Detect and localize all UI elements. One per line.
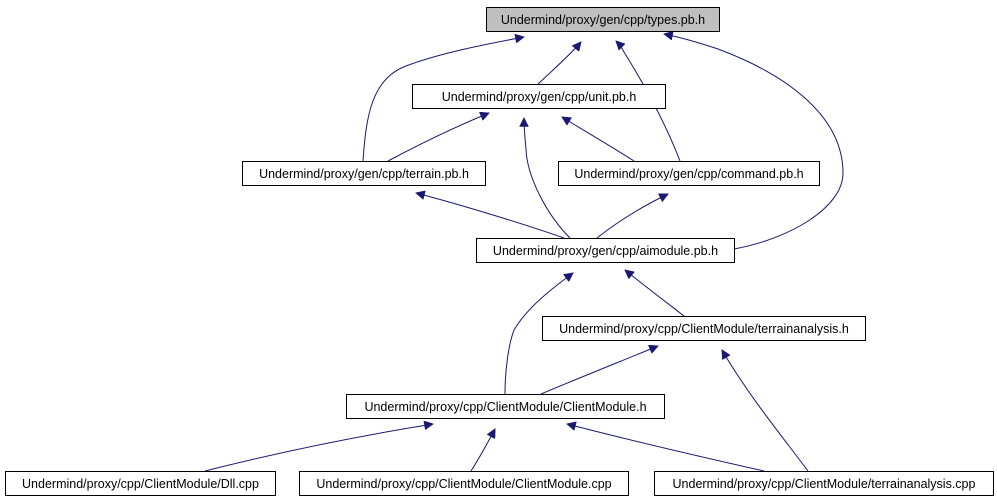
node-aimodule[interactable]: Undermind/proxy/gen/cpp/aimodule.pb.h — [476, 238, 735, 263]
edge-unit-to-types — [537, 42, 581, 85]
node-label: Undermind/proxy/cpp/ClientModule/Dll.cpp — [22, 477, 259, 491]
node-box — [5, 471, 276, 496]
edge-line — [722, 350, 809, 472]
edge-clientmodule_h-to-terrainanalysis_h — [540, 346, 658, 395]
node-label: Undermind/proxy/gen/cpp/types.pb.h — [501, 13, 705, 27]
node-box — [558, 161, 820, 186]
edge-line — [387, 113, 489, 162]
edge-terrainanalysis_cpp-to-terrainanalysis_h — [722, 350, 809, 472]
edge-line — [540, 346, 658, 395]
edge-line — [504, 273, 573, 395]
node-label: Undermind/proxy/cpp/ClientModule/ClientM… — [316, 477, 611, 491]
nodes-layer: Undermind/proxy/gen/cpp/types.pb.hUnderm… — [5, 7, 994, 496]
node-label: Undermind/proxy/gen/cpp/command.pb.h — [574, 167, 803, 181]
node-terrainanalysis-cpp[interactable]: Undermind/proxy/cpp/ClientModule/terrain… — [654, 471, 994, 496]
edge-line — [416, 193, 565, 239]
edge-line — [537, 42, 581, 85]
edge-terrain-to-unit — [387, 113, 489, 162]
node-clientmodule-cpp[interactable]: Undermind/proxy/cpp/ClientModule/ClientM… — [299, 471, 629, 496]
edge-terrain-to-types — [362, 37, 524, 162]
edge-line — [204, 424, 433, 472]
edge-line — [625, 270, 685, 317]
edge-aimodule-to-command — [596, 194, 668, 239]
edge-line — [470, 429, 495, 472]
edges-layer — [204, 34, 844, 472]
node-types: Undermind/proxy/gen/cpp/types.pb.h — [486, 7, 720, 32]
edge-dll_cpp-to-clientmodule_h — [204, 424, 433, 472]
edge-terrainanalysis_cpp-to-clientmodule_h — [567, 424, 765, 472]
edge-line — [664, 34, 844, 250]
edge-clientmodule_h-to-aimodule — [504, 273, 573, 395]
node-clientmodule-h[interactable]: Undermind/proxy/cpp/ClientModule/ClientM… — [346, 394, 665, 419]
node-box — [412, 84, 666, 109]
edge-aimodule-to-types — [664, 34, 844, 250]
edge-command-to-types — [616, 41, 681, 162]
node-label: Undermind/proxy/gen/cpp/unit.pb.h — [442, 90, 637, 104]
edge-line — [616, 41, 681, 162]
node-box — [242, 161, 486, 186]
node-box — [476, 238, 735, 263]
edge-aimodule-to-unit — [524, 118, 571, 239]
node-label: Undermind/proxy/cpp/ClientModule/terrain… — [559, 322, 849, 336]
node-dll-cpp[interactable]: Undermind/proxy/cpp/ClientModule/Dll.cpp — [5, 471, 276, 496]
node-box — [542, 316, 866, 341]
node-label: Undermind/proxy/cpp/ClientModule/ClientM… — [364, 400, 646, 414]
edge-command-to-unit — [562, 117, 635, 162]
edge-line — [567, 424, 765, 472]
node-label: Undermind/proxy/gen/cpp/terrain.pb.h — [259, 167, 469, 181]
edge-line — [362, 37, 524, 162]
edge-aimodule-to-terrain — [416, 193, 565, 239]
edge-terrainanalysis_h-to-aimodule — [625, 270, 685, 317]
node-label: Undermind/proxy/gen/cpp/aimodule.pb.h — [493, 244, 718, 258]
node-box — [346, 394, 665, 419]
edge-clientmodule_cpp-to-clientmodule_h — [470, 429, 495, 472]
edge-line — [524, 118, 571, 239]
edge-line — [562, 117, 635, 162]
edge-line — [596, 194, 668, 239]
node-label: Undermind/proxy/cpp/ClientModule/terrain… — [673, 477, 976, 491]
node-command[interactable]: Undermind/proxy/gen/cpp/command.pb.h — [558, 161, 820, 186]
node-box — [299, 471, 629, 496]
node-terrainanalysis-h[interactable]: Undermind/proxy/cpp/ClientModule/terrain… — [542, 316, 866, 341]
node-box — [654, 471, 994, 496]
node-box — [486, 7, 720, 32]
node-terrain[interactable]: Undermind/proxy/gen/cpp/terrain.pb.h — [242, 161, 486, 186]
node-unit[interactable]: Undermind/proxy/gen/cpp/unit.pb.h — [412, 84, 666, 109]
